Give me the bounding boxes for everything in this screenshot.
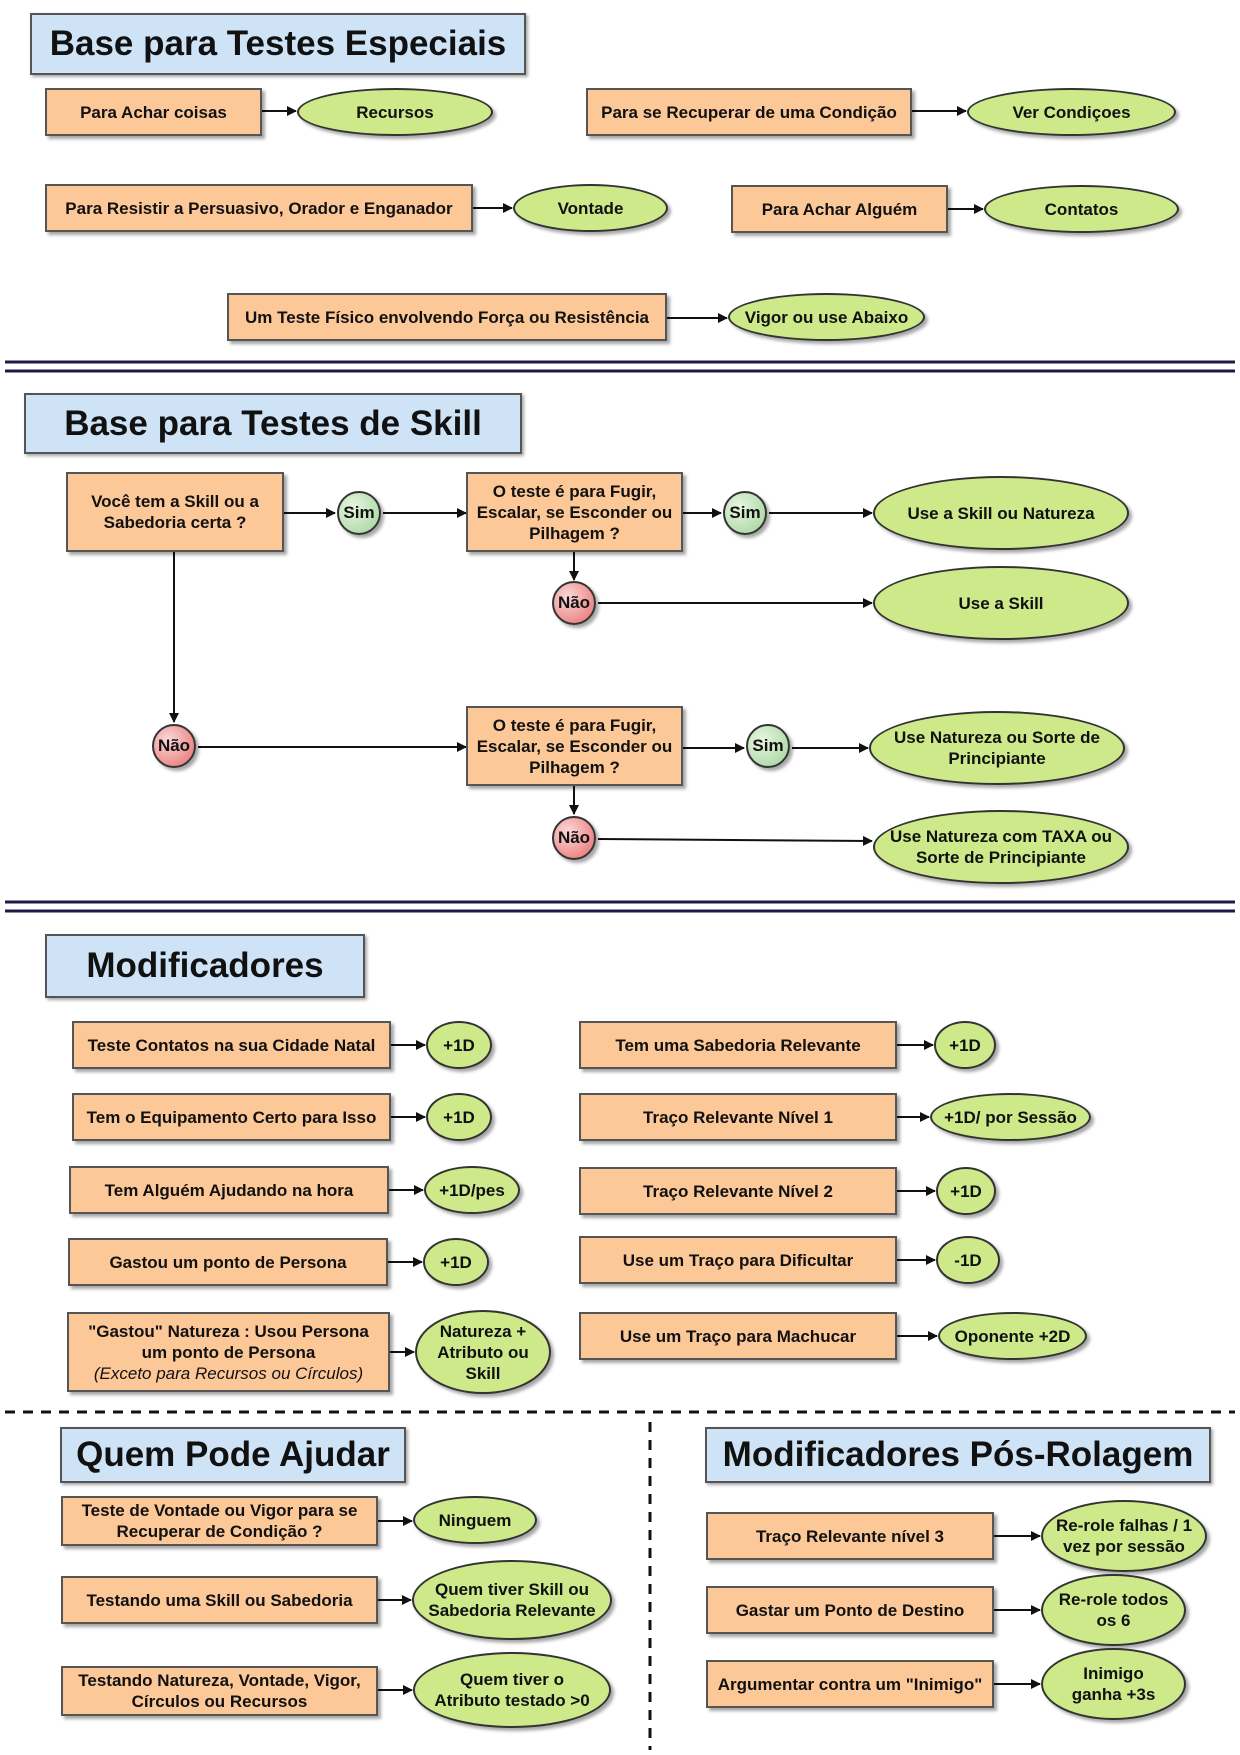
result-oval: Vontade	[513, 184, 668, 232]
result-oval: +1D	[423, 1238, 489, 1286]
section-separator	[5, 360, 1235, 913]
no-node: Não	[552, 581, 596, 625]
result-oval: +1D	[936, 1167, 996, 1215]
question-has-skill: Você tem a Skill ou a Sabedoria certa ?	[66, 472, 284, 552]
result-oval: Inimigo ganha +3s	[1041, 1648, 1186, 1720]
condition-box: Traço Relevante nível 3	[706, 1512, 994, 1560]
result-oval: +1D/pes	[424, 1166, 520, 1214]
condition-box: Teste de Vontade ou Vigor para se Recupe…	[61, 1496, 378, 1546]
no-node: Não	[152, 724, 196, 768]
result-oval: Oponente +2D	[938, 1312, 1087, 1360]
condition-box: Teste Contatos na sua Cidade Natal	[72, 1021, 391, 1069]
result-oval: Recursos	[297, 88, 493, 136]
result-oval: Use Natureza com TAXA ou Sorte de Princi…	[873, 810, 1129, 884]
result-oval: Use a Skill ou Natureza	[873, 476, 1129, 550]
condition-box: Um Teste Físico envolvendo Força ou Resi…	[227, 293, 667, 341]
spent-nature-line2: um ponto de Persona	[141, 1342, 316, 1362]
section-title-ajudar: Quem Pode Ajudar	[60, 1427, 406, 1483]
no-node: Não	[552, 816, 596, 860]
result-oval: -1D	[936, 1236, 1000, 1284]
section-title-skill: Base para Testes de Skill	[24, 393, 522, 454]
question-escape-2: O teste é para Fugir, Escalar, se Escond…	[466, 706, 683, 786]
condition-box: Use um Traço para Machucar	[579, 1312, 897, 1360]
yes-node: Sim	[723, 491, 767, 535]
condition-box: Para Achar Alguém	[731, 185, 948, 233]
condition-box: Para se Recuperar de uma Condição	[586, 88, 912, 136]
condition-box: Traço Relevante Nível 2	[579, 1167, 897, 1215]
result-oval: Re-role todos os 6	[1041, 1574, 1186, 1646]
result-oval: +1D	[426, 1093, 492, 1141]
condition-box: Traço Relevante Nível 1	[579, 1093, 897, 1141]
condition-box: Testando Natureza, Vontade, Vigor, Círcu…	[61, 1666, 378, 1716]
result-oval: Natureza + Atributo ou Skill	[415, 1310, 551, 1394]
section-title-modificadores: Modificadores	[45, 934, 365, 998]
condition-box: Tem o Equipamento Certo para Isso	[72, 1093, 391, 1141]
result-oval: Use a Skill	[873, 566, 1129, 640]
result-oval: Vigor ou use Abaixo	[728, 293, 925, 341]
result-oval: Quem tiver Skill ou Sabedoria Relevante	[412, 1560, 612, 1640]
condition-box: Gastar um Ponto de Destino	[706, 1586, 994, 1634]
condition-box: Argumentar contra um "Inimigo"	[706, 1660, 994, 1708]
spent-nature-box: "Gastou" Natureza : Usou Persona um pont…	[67, 1312, 390, 1392]
question-escape-1: O teste é para Fugir, Escalar, se Escond…	[466, 472, 683, 552]
spent-nature-note: (Exceto para Recursos ou Círculos)	[93, 1363, 364, 1383]
result-oval: Use Natureza ou Sorte de Principiante	[869, 711, 1125, 785]
section-title-especiais: Base para Testes Especiais	[30, 13, 526, 75]
yes-node: Sim	[337, 491, 381, 535]
condition-box: Para Resistir a Persuasivo, Orador e Eng…	[45, 184, 473, 232]
condition-box: Gastou um ponto de Persona	[68, 1238, 388, 1286]
result-oval: +1D/ por Sessão	[930, 1093, 1091, 1141]
spent-nature-line1: "Gastou" Natureza : Usou Persona	[88, 1321, 369, 1341]
result-oval: Ninguem	[413, 1496, 537, 1544]
dashed-separator	[5, 1410, 1235, 1750]
result-oval: Quem tiver o Atributo testado >0	[413, 1652, 611, 1728]
yes-node: Sim	[746, 724, 790, 768]
condition-box: Para Achar coisas	[45, 88, 262, 136]
condition-box: Tem Alguém Ajudando na hora	[69, 1166, 389, 1214]
section-title-pos-rolagem: Modificadores Pós-Rolagem	[705, 1427, 1211, 1483]
result-oval: Ver Condiçoes	[967, 88, 1176, 136]
condition-box: Use um Traço para Dificultar	[579, 1236, 897, 1284]
result-oval: +1D	[426, 1021, 492, 1069]
result-oval: Contatos	[984, 185, 1179, 233]
condition-box: Tem uma Sabedoria Relevante	[579, 1021, 897, 1069]
result-oval: +1D	[934, 1021, 996, 1069]
result-oval: Re-role falhas / 1 vez por sessão	[1041, 1500, 1207, 1572]
condition-box: Testando uma Skill ou Sabedoria	[61, 1576, 378, 1624]
